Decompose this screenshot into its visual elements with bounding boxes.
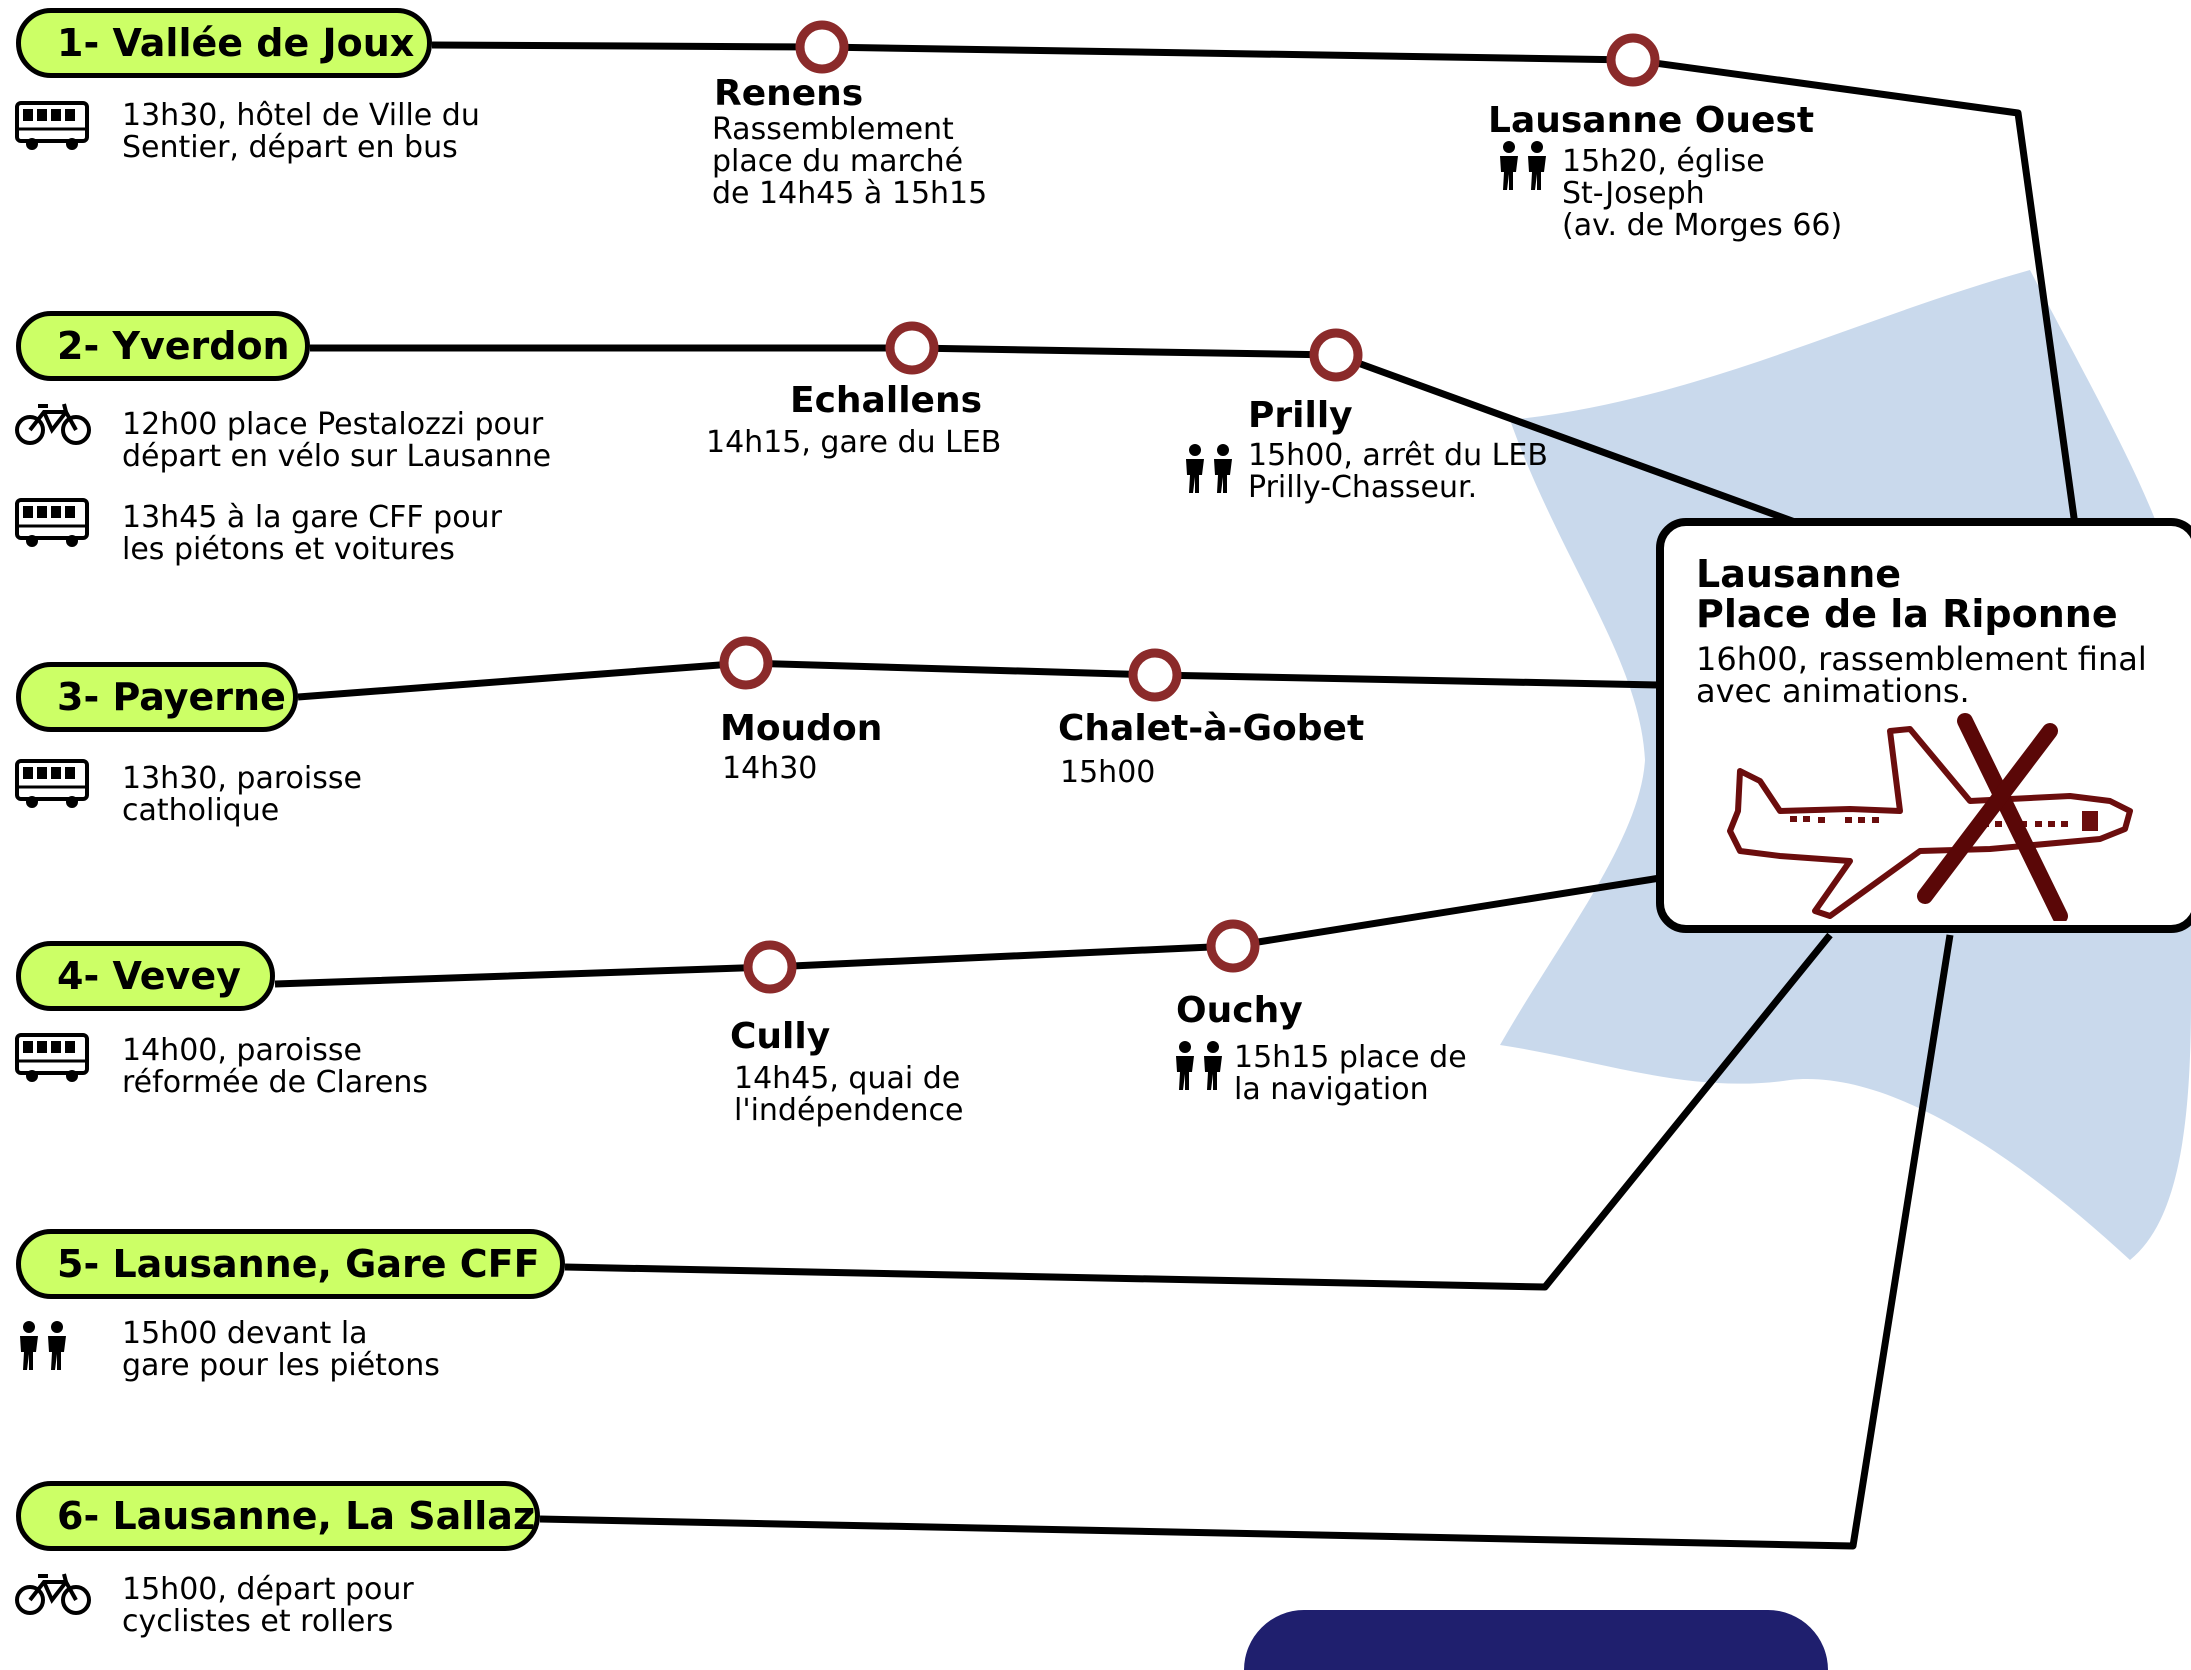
station-chalet-name: Chalet-à-Gobet	[1058, 708, 1365, 749]
pedestrians-icon	[1186, 444, 1232, 493]
station-chalet-detail: 15h00	[1060, 755, 1156, 790]
station-marker-moudon[interactable]	[719, 636, 773, 690]
bus-icon	[15, 101, 89, 150]
station-cully-detail: 14h45, quai de l'indépendence	[734, 1061, 964, 1128]
station-lausanne-ouest-detail: 15h20, église St-Joseph (av. de Morges 6…	[1562, 144, 1843, 243]
destination-title: Lausanne Place de la Riponne	[1696, 552, 2118, 636]
station-markers	[719, 20, 1660, 994]
station-marker-prilly[interactable]	[1309, 328, 1363, 382]
station-echallens-detail: 14h15, gare du LEB	[706, 425, 1002, 460]
bus-icon	[15, 498, 89, 547]
station-moudon-detail: 14h30	[722, 751, 818, 786]
route-3-label[interactable]: 3- Payerne	[16, 662, 298, 732]
bottom-banner-shape	[1244, 1610, 1828, 1670]
route-6-detail: 15h00, départ pour cyclistes et rollers	[122, 1572, 414, 1639]
route-5-line	[564, 932, 1833, 1291]
station-marker-lausanne-ouest[interactable]	[1606, 33, 1660, 87]
route-2-line	[310, 344, 1797, 526]
pedestrians-icon	[1176, 1041, 1222, 1090]
route-3-detail: 13h30, paroisse catholique	[122, 761, 362, 828]
station-marker-echallens[interactable]	[885, 321, 939, 375]
destination-box[interactable]: Lausanne Place de la Riponne 16h00, rass…	[1656, 518, 2191, 933]
route-6-label[interactable]: 6- Lausanne, La Sallaz	[16, 1481, 540, 1551]
route-6-line	[539, 934, 1954, 1550]
route-1-detail: 13h30, hôtel de Ville du Sentier, départ…	[122, 98, 480, 165]
pedestrians-icon	[1500, 141, 1546, 190]
station-renens-detail: Rassemblement place du marché de 14h45 à…	[712, 112, 988, 211]
pedestrians-icon	[20, 1321, 66, 1370]
route-4-label[interactable]: 4- Vevey	[16, 941, 275, 1011]
bus-icon	[15, 759, 89, 808]
route-2-detail-bike: 12h00 place Pestalozzi pour départ en vé…	[122, 407, 552, 474]
station-renens-name: Renens	[714, 73, 864, 114]
station-marker-ouchy[interactable]	[1206, 919, 1260, 973]
station-marker-chalet[interactable]	[1128, 648, 1182, 702]
station-ouchy-name: Ouchy	[1176, 990, 1303, 1031]
route-1-label[interactable]: 1- Vallée de Joux	[16, 8, 432, 78]
route-2-label[interactable]: 2- Yverdon	[16, 311, 310, 381]
route-2-detail-train: 13h45 à la gare CFF pour les piétons et …	[122, 500, 502, 567]
station-ouchy-detail: 15h15 place de la navigation	[1234, 1040, 1467, 1107]
crossed-plane-icon	[1727, 713, 2133, 921]
route-4-detail: 14h00, paroisse réformée de Clarens	[122, 1033, 429, 1100]
station-prilly-detail: 15h00, arrêt du LEB Prilly-Chasseur.	[1248, 438, 1548, 505]
station-marker-cully[interactable]	[743, 940, 797, 994]
route-4-line	[274, 874, 1661, 988]
station-echallens-name: Echallens	[790, 380, 983, 421]
bus-icon	[15, 1033, 89, 1082]
bicycle-icon	[15, 1573, 91, 1615]
route-5-label[interactable]: 5- Lausanne, Gare CFF	[16, 1229, 565, 1299]
route-3-line	[297, 659, 1661, 701]
station-prilly-name: Prilly	[1248, 395, 1353, 436]
route-5-detail: 15h00 devant la gare pour les piétons	[122, 1316, 440, 1383]
station-cully-name: Cully	[730, 1016, 831, 1057]
station-moudon-name: Moudon	[720, 708, 883, 749]
station-lausanne-ouest-name: Lausanne Ouest	[1488, 100, 1815, 141]
bicycle-icon	[15, 403, 91, 445]
station-marker-renens[interactable]	[795, 20, 849, 74]
destination-detail: 16h00, rassemblement final avec animatio…	[1696, 640, 2147, 710]
